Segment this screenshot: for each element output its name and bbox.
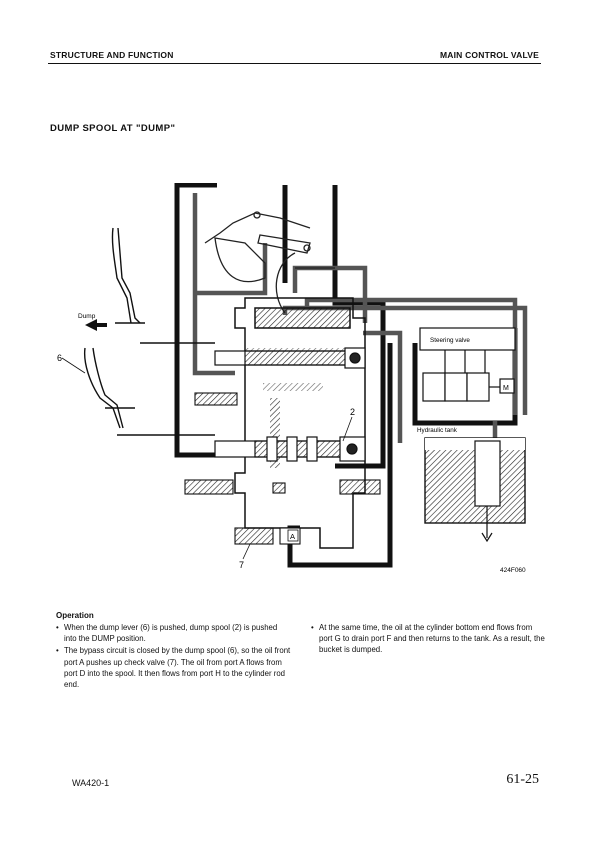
steering-valve-label: Steering valve [430,337,470,344]
hydraulic-tank [424,437,526,543]
spool-number-label: 2 [350,407,355,417]
hydraulic-circuit-diagram: Dump 6 2 7 A Steering valve Hydraulic ta… [57,183,528,574]
port-a-label: A [290,532,295,541]
dump-label: Dump [78,313,96,320]
motor-label: M [503,385,509,392]
steering-valve [419,327,516,402]
section-title: DUMP SPOOL AT "DUMP" [50,123,176,134]
dump-arrow-icon [85,319,107,331]
header-topic-label: MAIN CONTROL VALVE [440,50,539,60]
page-number: 61-25 [506,772,539,787]
operation-right-column: •At the same time, the oil at the cylind… [311,622,546,657]
dump-lever [83,347,215,436]
upper-control-lever [111,227,215,344]
upper-spool [214,347,366,369]
hydraulic-tank-label: Hydraulic tank [417,427,458,434]
relief-valves [184,392,381,495]
operation-bullet: •The bypass circuit is closed by the dum… [56,646,291,690]
operation-bullet: •When the dump lever (6) is pushed, dump… [56,623,278,644]
figure-code: 424F060 [500,567,526,574]
operation-title: Operation [56,611,94,620]
footer-model: WA420-1 [72,778,110,788]
header-section-label: STRUCTURE AND FUNCTION [50,50,174,60]
check-valve-number-label: 7 [239,560,244,570]
bucket-linkage [204,211,335,314]
dump-spool [214,436,366,462]
valve-body [234,297,366,549]
operation-bullet: •At the same time, the oil at the cylind… [311,623,545,655]
header-rule [48,63,541,64]
lever-number-label: 6 [57,353,62,363]
operation-left-column: •When the dump lever (6) is pushed, dump… [56,622,291,691]
